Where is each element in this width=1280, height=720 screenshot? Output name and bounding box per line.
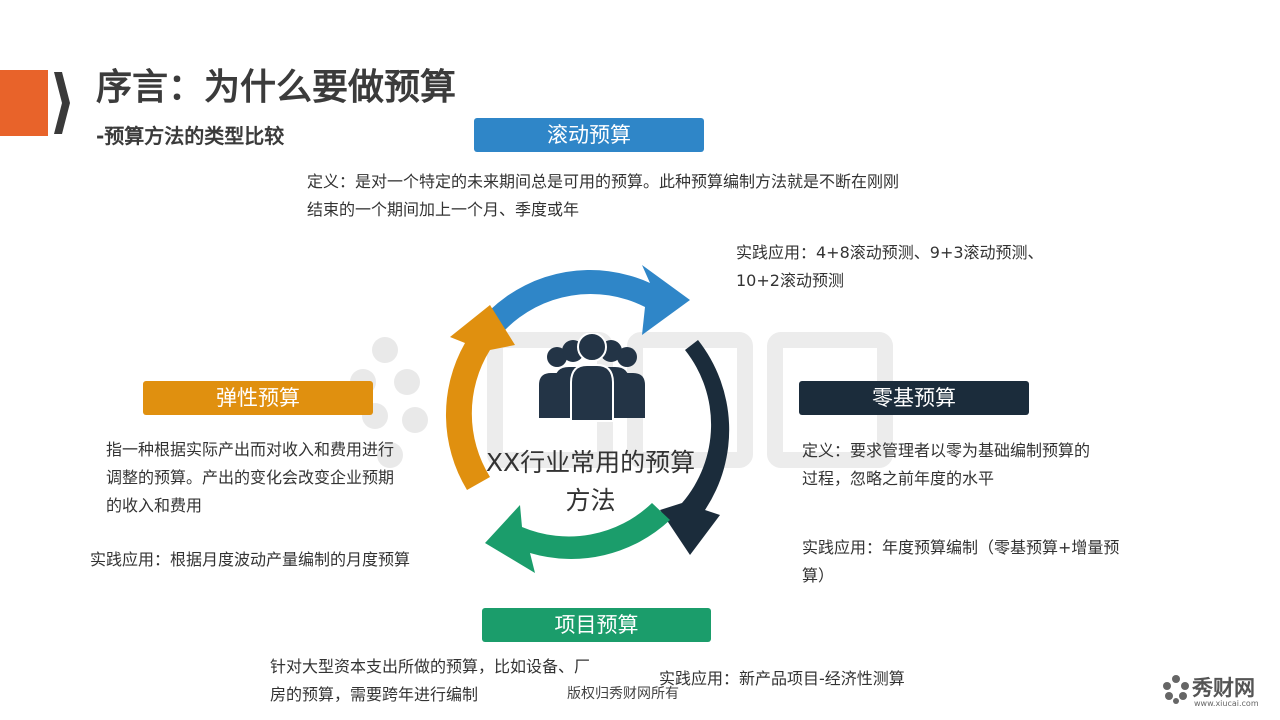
- zero-based-budget-label: 零基预算: [799, 381, 1029, 415]
- team-icon: [539, 333, 645, 422]
- logo-url: www.xiucai.com: [1194, 699, 1259, 708]
- project-budget-label: 项目预算: [482, 608, 711, 642]
- page-subtitle: -预算方法的类型比较: [96, 124, 285, 148]
- project-practice: 实践应用：新产品项目-经济性测算: [659, 669, 905, 688]
- rolling-practice: 实践应用：4+8滚动预测、9+3滚动预测、10+2滚动预测: [736, 243, 1044, 290]
- rolling-budget-label: 滚动预算: [474, 118, 704, 152]
- cycle-arrows: [445, 265, 730, 573]
- page-title: 序言：为什么要做预算: [96, 67, 457, 108]
- project-definition: 针对大型资本支出所做的预算，比如设备、厂房的预算，需要跨年进行编制: [270, 657, 591, 704]
- accent-bar: [0, 70, 48, 136]
- rolling-definition: 定义：是对一个特定的未来期间总是可用的预算。此种预算编制方法就是不断在刚刚结束的…: [307, 172, 900, 219]
- xiucai-logo-icon: [1163, 675, 1189, 704]
- flexible-budget-label: 弹性预算: [143, 381, 373, 415]
- flexible-practice: 实践应用：根据月度波动产量编制的月度预算: [90, 550, 411, 569]
- logo-name: 秀财网: [1192, 676, 1255, 700]
- chevron-right-icon: [54, 72, 70, 134]
- flexible-definition: 指一种根据实际产出而对收入和费用进行调整的预算。产出的变化会改变企业预期的收入和…: [106, 440, 395, 515]
- zero-based-definition: 定义：要求管理者以零为基础编制预算的过程，忽略之前年度的水平: [802, 441, 1091, 488]
- center-label: XX行业常用的预算方法: [485, 448, 696, 515]
- zero-based-practice: 实践应用：年度预算编制（零基预算+增量预算）: [802, 538, 1120, 585]
- copyright-note: 版权归秀财网所有: [567, 686, 679, 702]
